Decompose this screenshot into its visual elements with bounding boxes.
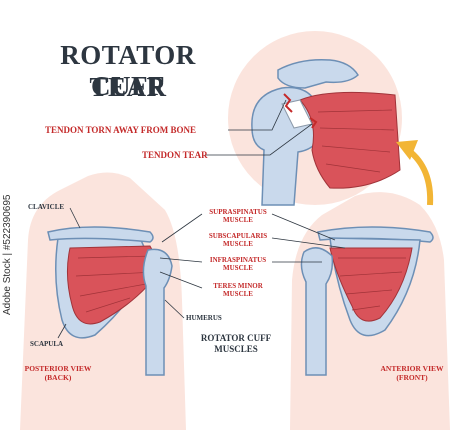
posterior-shoulder — [47, 226, 173, 376]
anterior-muscle-fibers — [338, 257, 406, 311]
label-tendon-torn-away: TENDON TORN AWAY FROM BONE — [45, 125, 197, 135]
label-rotator-cuff-muscles-line1: ROTATOR CUFF — [200, 333, 272, 343]
label-posterior-view: POSTERIOR VIEW (BACK) — [22, 364, 94, 382]
direction-arrow — [406, 147, 434, 206]
label-posterior-view-line2: (BACK) — [44, 373, 72, 382]
title-line-1: ROTATOR CUFF — [60, 40, 196, 101]
leader-infra — [159, 257, 322, 263]
zoom-shoulder — [251, 58, 401, 206]
label-anterior-view-line1: ANTERIOR VIEW — [380, 364, 444, 373]
title-line-2: TEAR — [89, 72, 167, 102]
anterior-humerus — [300, 247, 334, 376]
leader-scapula — [57, 323, 67, 339]
zoom-muscle — [299, 91, 401, 189]
leader-torn — [228, 99, 287, 131]
anterior-shoulder — [300, 226, 434, 376]
posterior-muscle-fibers — [75, 255, 157, 313]
posterior-clavicle — [47, 226, 154, 243]
zoom-acromion — [277, 58, 359, 89]
label-teres-minor-line2: MUSCLE — [223, 290, 253, 298]
label-tendon-tear: TENDON TEAR — [142, 150, 208, 160]
leader-subscap — [271, 237, 346, 249]
leader-tear — [205, 123, 313, 156]
leader-lines — [57, 99, 346, 339]
leader-humerus — [164, 299, 185, 319]
label-supraspinatus-line2: MUSCLE — [223, 216, 253, 224]
posterior-humerus — [142, 248, 173, 376]
label-supraspinatus-line1: SUPRASPINATUS — [209, 208, 267, 216]
direction-arrowhead — [396, 140, 418, 160]
label-subscapularis-line1: SUBSCAPULARIS — [208, 232, 268, 240]
leader-clavicle — [69, 207, 81, 229]
zoom-muscle-fibers — [317, 109, 395, 173]
label-rotator-cuff-muscles: ROTATOR CUFF MUSCLES — [196, 333, 276, 355]
leader-supra — [161, 213, 336, 243]
label-subscapularis-line2: MUSCLE — [223, 240, 253, 248]
label-posterior-view-line1: POSTERIOR VIEW — [24, 364, 92, 373]
label-clavicle: CLAVICLE — [28, 203, 65, 211]
tear-mark — [283, 93, 293, 113]
label-rotator-cuff-muscles-line2: MUSCLES — [214, 344, 258, 354]
label-infraspinatus-line1: INFRASPINATUS — [209, 256, 267, 264]
label-humerus: HUMERUS — [186, 314, 222, 322]
stock-watermark: Adobe Stock | #522390695 — [2, 194, 13, 315]
label-teres-minor: TERES MINOR MUSCLE — [205, 282, 271, 298]
label-infraspinatus: INFRASPINATUS MUSCLE — [205, 256, 271, 272]
tear-mark-2 — [309, 117, 318, 129]
label-scapula: SCAPULA — [30, 340, 64, 348]
label-infraspinatus-line2: MUSCLE — [223, 264, 253, 272]
leader-teres — [159, 271, 203, 289]
label-anterior-view-line2: (FRONT) — [396, 373, 428, 382]
label-teres-minor-line1: TERES MINOR — [213, 282, 263, 290]
anterior-muscle — [329, 247, 413, 322]
label-subscapularis: SUBSCAPULARIS MUSCLE — [205, 232, 271, 248]
label-anterior-view: ANTERIOR VIEW (FRONT) — [376, 364, 448, 382]
label-supraspinatus: SUPRASPINATUS MUSCLE — [205, 208, 271, 224]
